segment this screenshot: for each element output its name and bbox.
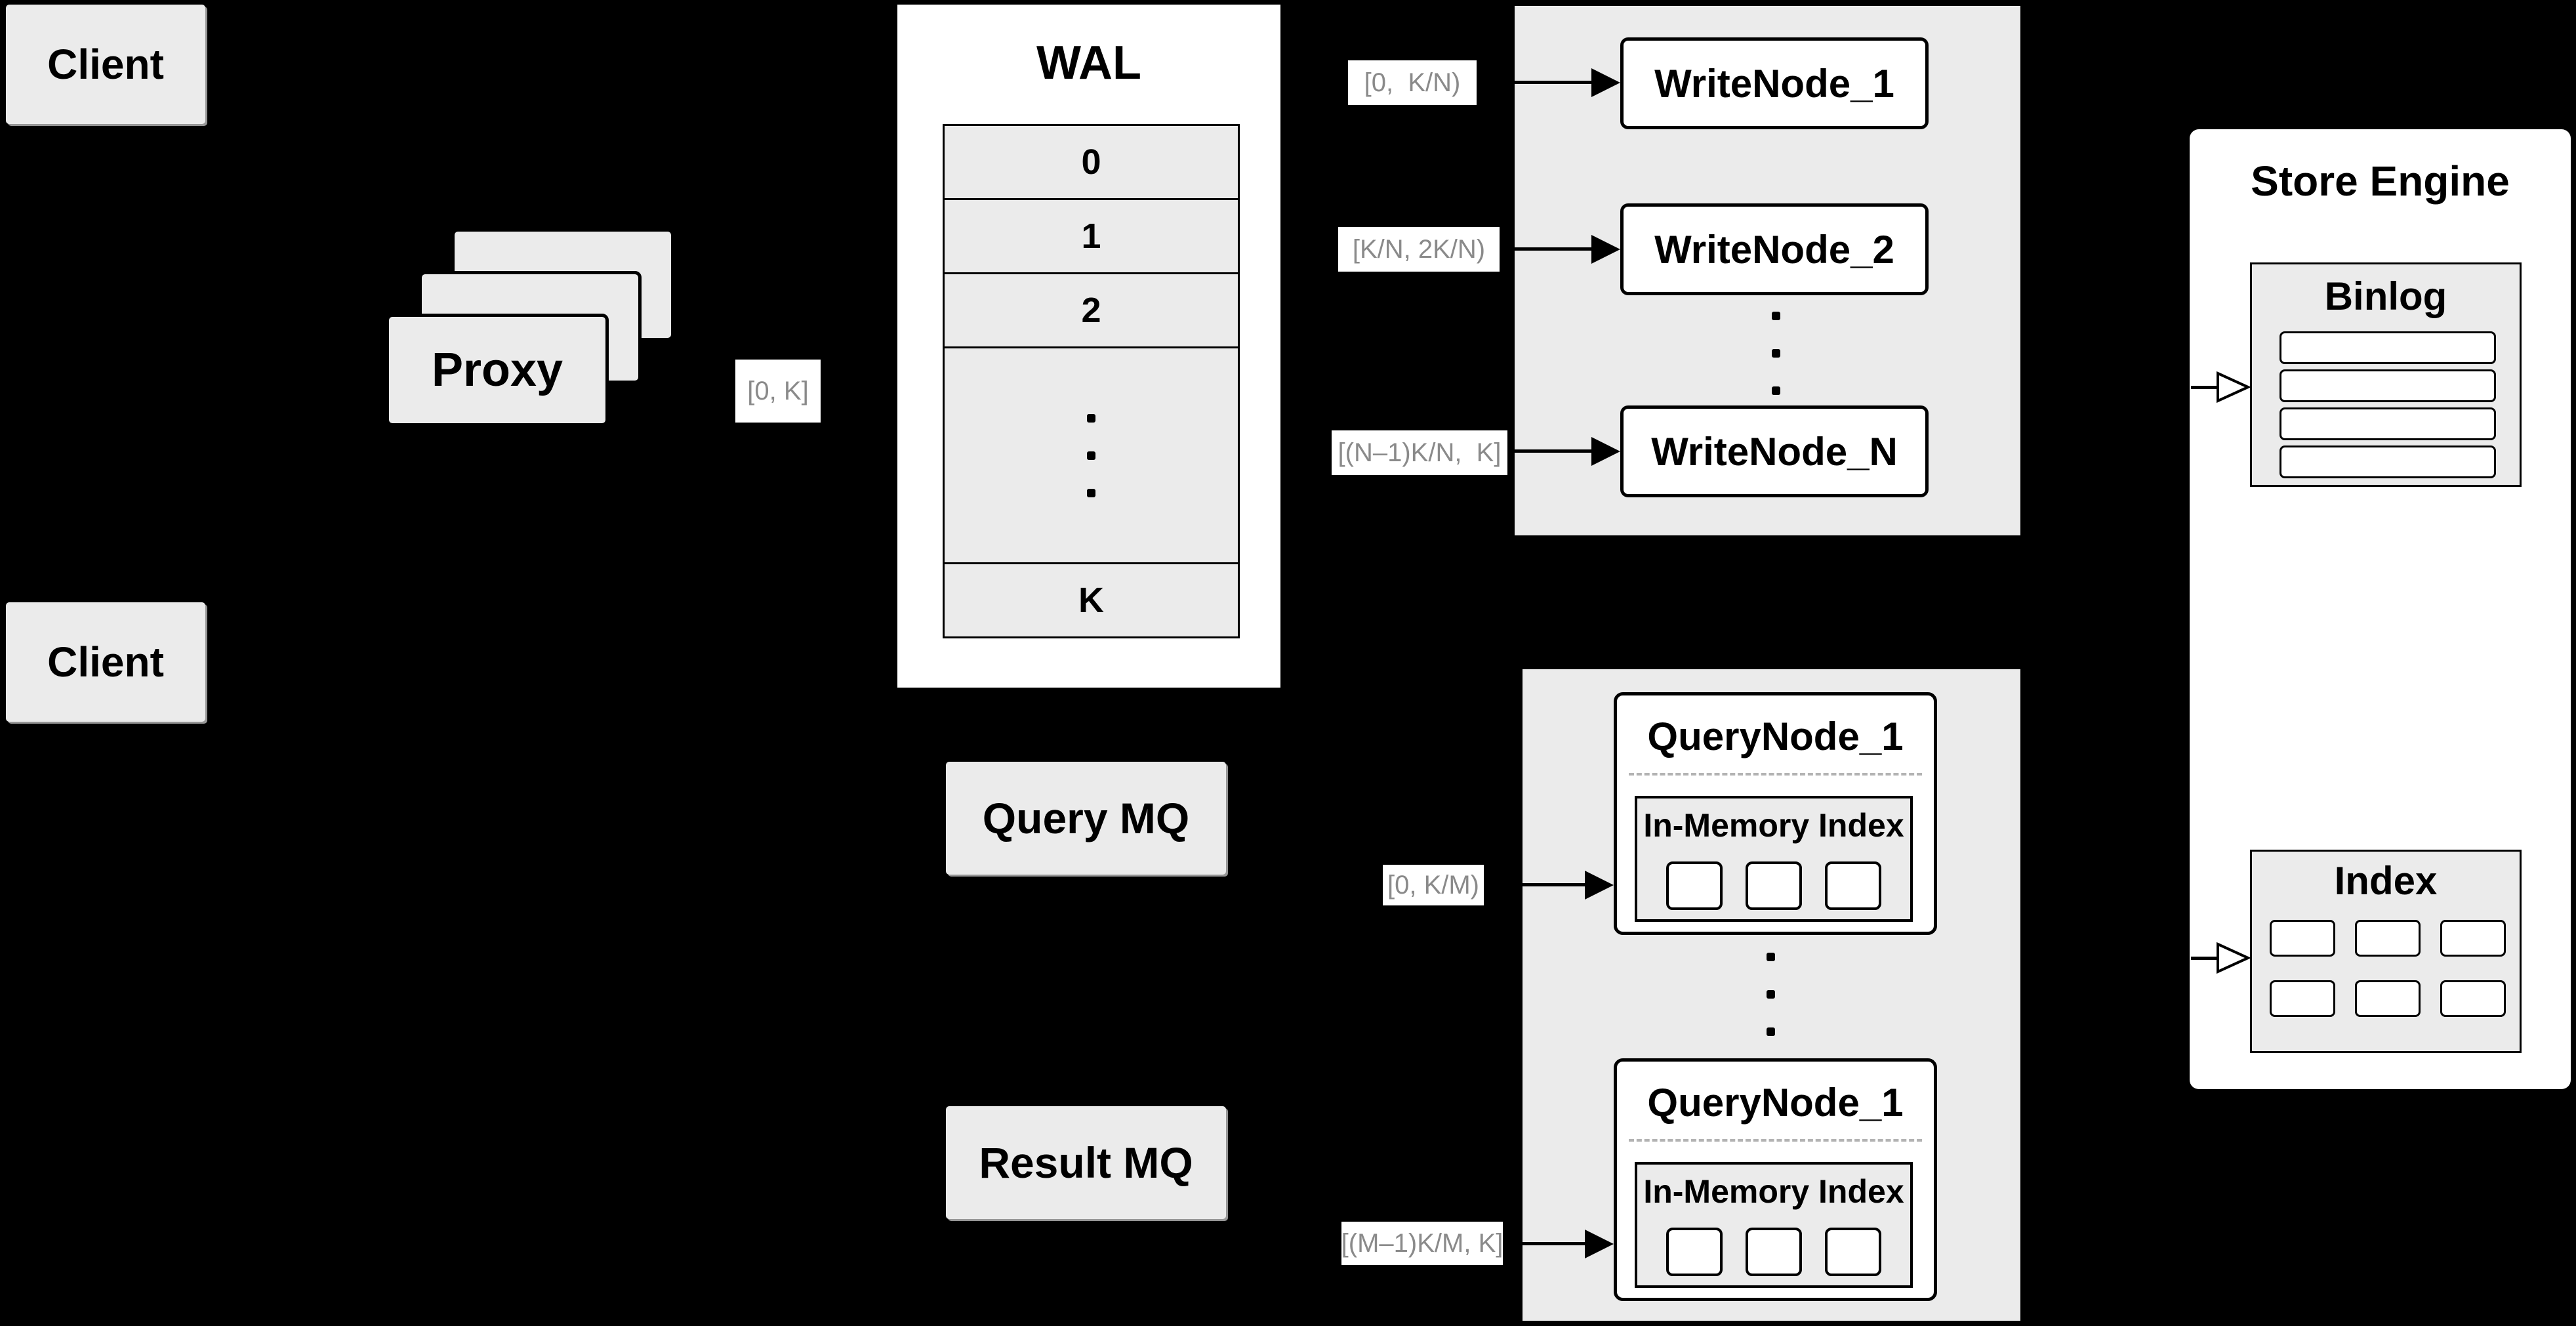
range-chip-queryM: [(M–1)K/M, K]: [1341, 1222, 1503, 1265]
binlog-title: Binlog: [2324, 274, 2447, 318]
range-chip-query1: [0, K/M): [1383, 865, 1484, 905]
index-cell: [2440, 980, 2506, 1017]
in-memory-index-1-title: In-Memory Index: [1643, 807, 1904, 844]
wal-row-ellipsis: [943, 346, 1240, 564]
index-cell: [2355, 920, 2421, 957]
index-segment-cell: [1825, 861, 1881, 910]
query-node-1-divider: [1629, 773, 1922, 776]
query-mq-box: Query MQ: [946, 762, 1226, 875]
arrow-binlog-shaft: [2191, 386, 2218, 389]
arrow-binlog-openhead-icon: [2217, 371, 2250, 403]
arrow-write2-shaft: [1503, 247, 1592, 251]
write-node-1-label: WriteNode_1: [1654, 61, 1894, 106]
index-box: Index: [2250, 850, 2522, 1053]
index-segment-cell: [1746, 861, 1802, 910]
result-mq-box: Result MQ: [946, 1106, 1226, 1219]
client-box-top: Client: [6, 5, 205, 124]
arrow-write1-shaft: [1481, 81, 1592, 84]
arrow-index-openhead-icon: [2217, 942, 2250, 974]
write-node-1: WriteNode_1: [1620, 37, 1929, 129]
result-mq-label: Result MQ: [979, 1138, 1193, 1187]
index-segment-cell: [1825, 1228, 1881, 1276]
range-chip-queryM-text: [(M–1)K/M, K]: [1341, 1228, 1503, 1258]
binlog-slot: [2280, 369, 2496, 402]
wal-ellipsis-dots: [1087, 413, 1095, 497]
query-node-2-divider: [1629, 1139, 1922, 1142]
arrow-write2-head-icon: [1591, 235, 1620, 264]
in-memory-index-2: In-Memory Index: [1635, 1162, 1913, 1288]
range-chip-proxy-text: [0, K]: [747, 376, 809, 405]
wal-title: WAL: [1036, 37, 1141, 89]
index-segment-cell: [1666, 861, 1723, 910]
in-memory-index-1-cells: [1637, 861, 1910, 910]
range-chip-write1: [0, K/N): [1348, 60, 1477, 105]
range-chip-writeN-text: [(N–1)K/N, K]: [1338, 438, 1502, 467]
arrow-query1-shaft: [1488, 883, 1585, 886]
write-node-2-label: WriteNode_2: [1654, 227, 1894, 272]
wal-row-k: K: [943, 562, 1240, 638]
arrow-queryM-head-icon: [1585, 1230, 1614, 1258]
write-node-n-label: WriteNode_N: [1651, 429, 1898, 474]
wal-row-0: 0: [943, 124, 1240, 200]
wal-row-1: 1: [943, 198, 1240, 274]
range-chip-proxy: [0, K]: [735, 360, 821, 423]
range-chip-write2-text: [K/N, 2K/N): [1352, 234, 1486, 264]
index-title: Index: [2334, 859, 2438, 903]
arrow-queryM-shaft: [1507, 1242, 1585, 1245]
wal-row-2: 2: [943, 272, 1240, 348]
proxy-label: Proxy: [431, 344, 563, 396]
store-engine-box: Store Engine Binlog Index: [2190, 129, 2571, 1089]
arrow-index-shaft: [2191, 957, 2218, 960]
query-node-2: QueryNode_1 In-Memory Index: [1614, 1058, 1937, 1301]
index-cell: [2440, 920, 2506, 957]
index-cell: [2355, 980, 2421, 1017]
write-nodes-panel: WriteNode_1 WriteNode_2 WriteNode_N: [1515, 6, 2020, 535]
client-bottom-label: Client: [47, 638, 164, 686]
arrow-writeN-shaft: [1509, 449, 1592, 453]
binlog-slot: [2280, 331, 2496, 364]
write-nodes-ellipsis-dots: [1772, 312, 1780, 395]
index-cell: [2270, 920, 2335, 957]
query-node-1-title: QueryNode_1: [1647, 715, 1904, 758]
proxy-card-front: Proxy: [386, 314, 609, 426]
store-engine-title: Store Engine: [2251, 157, 2510, 205]
write-node-n: WriteNode_N: [1620, 405, 1929, 497]
binlog-slot: [2280, 445, 2496, 478]
range-chip-write1-text: [0, K/N): [1364, 68, 1461, 97]
index-segment-cell: [1666, 1228, 1723, 1276]
index-cell: [2270, 980, 2335, 1017]
wal-box: WAL 0 1 2 K: [897, 5, 1280, 688]
write-node-2: WriteNode_2: [1620, 203, 1929, 295]
in-memory-index-2-title: In-Memory Index: [1643, 1173, 1904, 1210]
client-box-bottom: Client: [6, 602, 205, 722]
range-chip-write2: [K/N, 2K/N): [1338, 227, 1500, 272]
range-chip-writeN: [(N–1)K/N, K]: [1332, 430, 1507, 475]
query-node-2-title: QueryNode_1: [1647, 1081, 1904, 1125]
binlog-slot: [2280, 407, 2496, 440]
arrow-query1-head-icon: [1585, 871, 1614, 900]
client-top-label: Client: [47, 41, 164, 88]
query-nodes-ellipsis-dots: [1767, 953, 1775, 1036]
arrow-writeN-head-icon: [1591, 437, 1620, 466]
query-node-1: QueryNode_1 In-Memory Index: [1614, 692, 1937, 935]
in-memory-index-1: In-Memory Index: [1635, 796, 1913, 922]
binlog-box: Binlog: [2250, 262, 2522, 487]
query-mq-label: Query MQ: [982, 794, 1190, 842]
in-memory-index-2-cells: [1637, 1228, 1910, 1276]
query-nodes-panel: QueryNode_1 In-Memory Index QueryNode_1 …: [1523, 669, 2020, 1321]
range-chip-query1-text: [0, K/M): [1387, 870, 1480, 900]
arrow-write1-head-icon: [1591, 68, 1620, 97]
index-segment-cell: [1746, 1228, 1802, 1276]
